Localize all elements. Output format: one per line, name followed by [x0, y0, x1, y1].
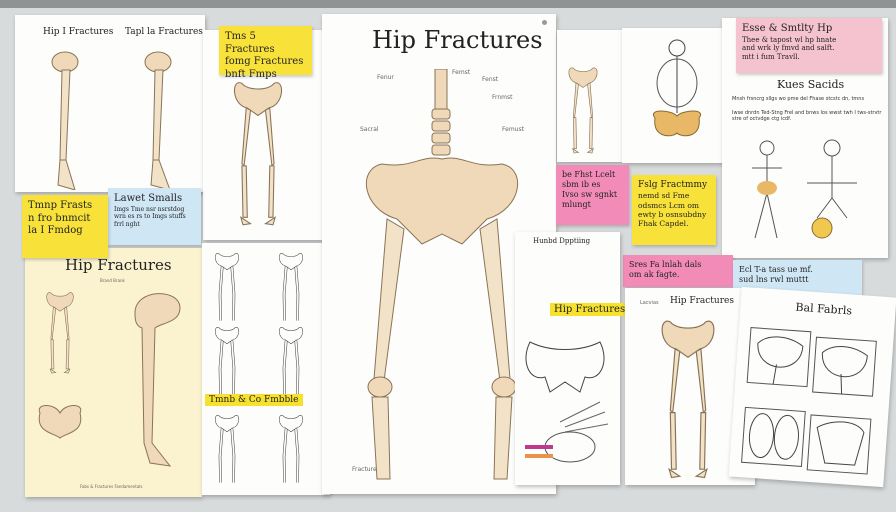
sticky-note-yellow: Tms 5 Fractures fomg Fractures bnft Fmps	[219, 26, 312, 80]
femur-drawing	[51, 51, 79, 190]
note-line: Thee & tapost wl hp hnate	[742, 35, 837, 44]
fracture-diagrams	[741, 327, 877, 475]
poster-subtitle: Brand Brank	[100, 278, 125, 283]
sheet-hunbd-dpptiing: Hunbd Dpptiing	[515, 232, 620, 485]
note-line: n fro bnmcit	[28, 212, 91, 224]
note-line: sud lns rwl muttt	[739, 275, 809, 284]
sheet-title-left: Hip I Fractures	[43, 27, 114, 37]
poster-footer: Fabs & Fractures Fandamentals	[80, 484, 143, 489]
note-line: odsmcs Lcm om	[638, 200, 700, 210]
sheet-bal-fabrls: Bal Fabrls	[728, 286, 896, 488]
poster-title: Hip Fractures	[65, 256, 172, 274]
skeleton-torso-drawing	[652, 39, 702, 137]
note-line: la I Fmdog	[28, 225, 83, 236]
sheet-title: Hunbd Dpptiing	[533, 237, 591, 245]
sheet-pelvis-comparisons	[202, 243, 330, 495]
note-line: nemd sd Fme	[638, 191, 690, 201]
note-line: Ecl T-a tass ue mf.	[739, 265, 813, 274]
tape-label: Hip Fractures	[550, 303, 630, 316]
sticky-note-blue: Lawet Smalls Imgs Tme nsr nsrstdog wrn e…	[108, 188, 201, 245]
sheet-title: Bal Fabrls	[795, 300, 853, 318]
sheet-femur-side-views: Hip I Fractures Tapl la Fractures	[15, 15, 205, 192]
annotation: Femust	[502, 126, 524, 133]
pelvis-sketch	[525, 341, 609, 463]
sticky-note-pink: be Fhst Lcelt sbm ib es Ivso sw sgnkt ml…	[556, 165, 629, 225]
note-line: mlungt	[562, 200, 591, 209]
note-line: be Fhst Lcelt	[562, 170, 616, 179]
note-line: fomg Fractures	[225, 56, 304, 67]
leg-skeleton-drawing	[233, 82, 283, 226]
note-line: sbm ib es	[562, 180, 601, 189]
sheet-title: Kues Sacids	[777, 78, 845, 91]
bullet-item: Iwse dnrdn Ted-Stng Frel and bnws los ww…	[732, 110, 882, 122]
pelvis-drawing	[38, 405, 82, 439]
leg-skeleton-drawing	[568, 67, 598, 154]
note-line: om ak fagte.	[629, 270, 680, 279]
pink-header-note: Esse & Smtlty Hp Thee & tapost wl hp hna…	[736, 18, 882, 73]
poster-title: Hip Fractures	[372, 26, 543, 54]
annotation: Fracture	[352, 466, 377, 473]
spine-pelvis-legs-drawing	[366, 69, 518, 480]
board-frame-top	[0, 0, 896, 8]
sheet-small-leg-skeleton	[557, 30, 622, 162]
pelvis-outline-drawing	[214, 327, 240, 395]
pelvis-outline-drawing	[278, 327, 304, 395]
note-body: Imgs Tme nsr nsrstdog wrn es rs to Imgs …	[114, 205, 186, 228]
sticky-note-yellow: Fslg Fractmmy nemd sd Fme odsmcs Lcm om …	[632, 175, 716, 245]
pelvis-outline-drawing	[214, 253, 240, 321]
pelvis-outline-drawing	[214, 415, 240, 483]
note-line: Tmnp Frasts	[28, 200, 93, 211]
large-femur-drawing	[134, 293, 181, 467]
note-line: Tms 5 Fractures	[225, 31, 275, 55]
annotation: Frnmst	[492, 94, 513, 101]
sheet-title: Hip Fractures	[670, 296, 734, 306]
sheet-full-skeleton	[622, 28, 735, 163]
skeleton-figures-drawing	[752, 139, 857, 239]
note-line: Fhak Capdel.	[638, 219, 689, 229]
annotation: Fenst	[482, 76, 499, 83]
annotation: Fenur	[377, 74, 394, 81]
note-line: bnft Fmps	[225, 68, 277, 80]
sticky-note-pink: Sres Fa lnlah dals om ak fagte.	[623, 255, 733, 287]
pelvis-outline-drawing	[278, 415, 304, 483]
note-line: ewty b osnsubdny	[638, 210, 707, 219]
note-title: Lawet Smalls	[114, 193, 183, 204]
pushpin	[542, 20, 547, 25]
pelvis-leg-drawing	[46, 292, 74, 374]
note-line: Sres Fa lnlah dals	[629, 260, 702, 269]
annotation: Sacral	[360, 126, 379, 133]
tape-label: Tmnb & Co Fmbble	[205, 394, 303, 406]
sticky-note-yellow: Tmnp Frasts n fro bnmcit la I Fmdog	[22, 195, 108, 258]
note-line: and wrk ly fmvd and salft.	[742, 44, 835, 53]
pelvis-outline-drawing	[278, 253, 304, 321]
note-line: mtt i fum Travll.	[742, 53, 800, 61]
sheet-prefix: Lacvias	[640, 300, 659, 306]
leg-skeleton-drawing	[661, 320, 715, 479]
note-title: Esse & Smtlty Hp	[742, 23, 833, 34]
sheet-title-right: Tapl la Fractures	[125, 27, 203, 37]
poster-hip-fractures-cream: Hip Fractures Brand Brank Fabs & Fractur…	[25, 248, 202, 497]
annotation: Femst	[452, 69, 471, 76]
note-line: Fslg Fractmmy	[638, 180, 708, 190]
bullet-item: Mnsh frsncrg sllgs wo pme del Fhase stcs…	[732, 96, 865, 102]
note-line: Ivso sw sgnkt	[562, 190, 618, 199]
femur-drawing	[144, 51, 172, 190]
